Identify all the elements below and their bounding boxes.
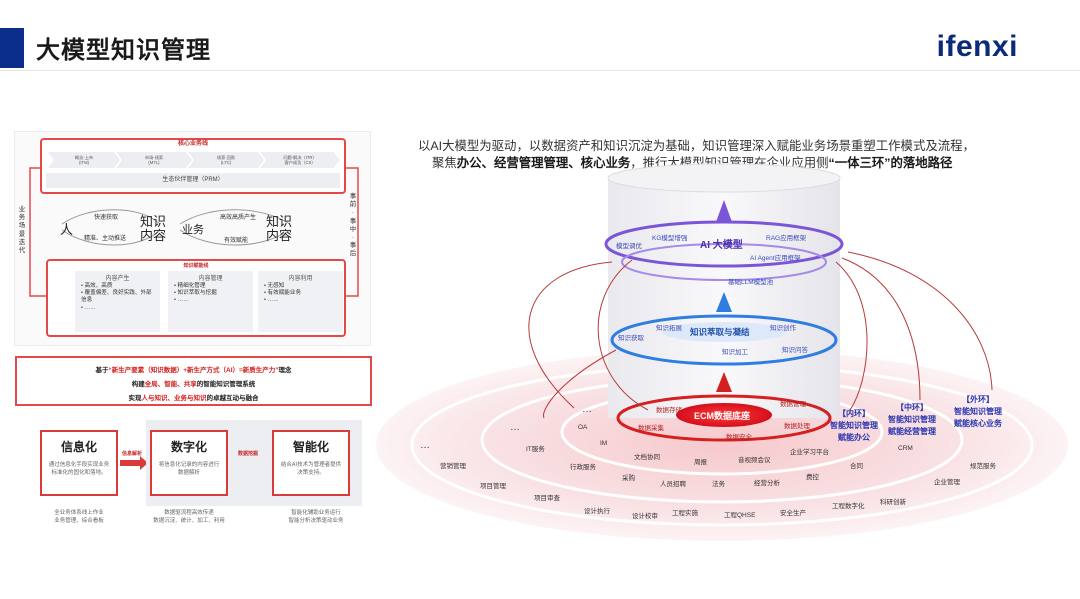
outer-item-safety: 安全生产 [780, 510, 806, 517]
flow1-left: 人 [60, 222, 74, 237]
inner-ring-tag: 【内环】智能知识管理 赋能办公 [830, 409, 878, 442]
outer-ring-tag: 【外环】智能知识管理 赋能核心业务 [954, 395, 1002, 428]
middle-item-contract: 合同 [850, 463, 863, 470]
inner-item-oa: OA [578, 424, 588, 431]
inner-item-learning: 企业学习平台 [790, 449, 829, 456]
chevron-mtl: 市场-线索(MTL) [116, 152, 192, 168]
core-business-title: 核心业务线 [177, 141, 208, 147]
concept-line-2: 构建全局、智能、共享的智能知识管理系统 [131, 381, 256, 388]
concept-statement: 基于“新生产要素（知识数据）+新生产方式（AI）=新质生产力”理念 构建全局、智… [15, 356, 372, 406]
ai-item-kg: KG模型增强 [652, 235, 688, 242]
flow1-bottom: 精准、主动推送 [84, 236, 127, 242]
outer-item-enterprise: 企业管理 [934, 479, 960, 486]
data-item-manage: 数据管理 [780, 401, 806, 408]
stage-arrow-label-1: 信息解析 [122, 451, 143, 457]
headline-line-1: 以AI大模型为驱动，以数据资产和知识沉淀为基础，知识管理深入赋能业务场景重塑工作… [418, 139, 975, 153]
knowledge-item-qa: 知识问答 [782, 347, 808, 354]
header-divider [0, 70, 1080, 71]
knowledge-item-expand: 知识拓展 [656, 325, 682, 332]
middle-item-expense: 费控 [806, 474, 819, 481]
stage-note-1: 全业务体系线上作业 业务管理、综合看板 [54, 510, 104, 524]
ai-model-center: AI 大模型 [700, 240, 743, 251]
stage-digitalization: 数字化 将信息化记录的内容进行数据解析 [150, 430, 228, 496]
middle-item-crm: CRM [898, 445, 913, 452]
knowledge-item-process: 知识加工 [722, 349, 748, 356]
outer-item-research: 科研创新 [880, 499, 906, 506]
data-item-storage: 数据存储 [656, 407, 682, 414]
middle-item-admin: 行政服务 [570, 464, 596, 471]
page-title: 大模型知识管理 [36, 37, 211, 64]
concept-line-1: 基于“新生产要素（知识数据）+新生产方式（AI）=新质生产力”理念 [95, 367, 292, 374]
flow1-top: 快速获取 [94, 215, 119, 221]
ellipsis-outer: … [420, 440, 430, 451]
inner-item-doc: 文档协同 [634, 454, 660, 461]
knowledge-line-title: 知识赋能线 [183, 263, 209, 269]
knowledge-item-acquire: 知识获取 [618, 335, 644, 342]
brand-logo: ifenxi [936, 30, 1018, 63]
prm-bar: 生态伙伴管理（PRM） [46, 173, 340, 188]
chevron-itr: 问题-解决（ITR）客户成功（CS） [260, 152, 340, 168]
inner-item-weekly: 周报 [694, 459, 707, 466]
data-item-security: 数据安全 [726, 434, 752, 441]
outer-item-design-review: 设计校审 [632, 513, 658, 520]
stage-intelligence: 智能化 结合AI技术为管理者提供决策支持。 [272, 430, 350, 496]
inner-item-im: IM [600, 440, 608, 447]
flow1-right: 知识内容 [140, 214, 167, 243]
middle-item-hiring: 人员招聘 [660, 481, 686, 488]
outer-item-implementation: 工程实施 [672, 510, 698, 517]
middle-ring-tag: 【中环】智能知识管理 赋能经营管理 [888, 403, 936, 436]
ellipsis-middle: … [510, 422, 520, 433]
data-item-collect: 数据采集 [638, 425, 664, 432]
flow2-top: 高效高质产生 [220, 215, 257, 221]
title-accent-bar [0, 28, 24, 68]
stage-informatization: 信息化 通过信息化手段实现业务标准化的固化和落地。 [40, 430, 118, 496]
concept-line-3: 实现人与知识、业务与知识的卓越互动与融合 [128, 395, 259, 402]
chevron-itm: 概念-上市(ITM) [48, 152, 120, 168]
outer-item-design-exec: 设计执行 [584, 508, 610, 515]
ai-item-tuning: 模型调优 [616, 243, 642, 250]
stage-note-2: 数据驱流程高效传递 数据沉淀、统计、加工、利用 [153, 510, 225, 524]
outer-item-digital: 工程数字化 [832, 503, 865, 510]
outer-item-project: 项目管理 [480, 483, 506, 490]
column-manage: 内容管理 精细化管理知识萃取与挖掘…… [168, 271, 253, 332]
middle-item-legal: 法务 [712, 481, 725, 488]
column-produce: 内容产生 高效、高质覆盖偏差、良好实践、外部信息…… [75, 271, 160, 332]
middle-item-it: IT服务 [526, 446, 545, 453]
ai-item-rag: RAG应用框架 [766, 235, 807, 242]
flow2-left: 业务 [182, 224, 204, 236]
knowledge-item-create: 知识创作 [770, 325, 796, 332]
chevron-ltc: 线索-回款(LTC) [188, 152, 264, 168]
ecm-center: ECM数据底座 [694, 411, 750, 421]
outer-item-qhse: 工程QHSE [724, 512, 756, 519]
ellipsis-inner: … [582, 404, 592, 415]
right-vertical-label: 事前·事中·事后 [349, 193, 357, 258]
middle-item-analysis: 经营分析 [754, 480, 780, 487]
outer-item-standards: 规范服务 [970, 463, 996, 470]
column-use: 内容利用 无感知有效赋能业务…… [258, 271, 343, 332]
stage-arrow-label-2: 数据挖掘 [238, 451, 259, 457]
stage-note-3: 智能化辅助业务运行 智能分析决策驱动业务 [288, 510, 344, 524]
left-vertical-label: 业务场景迭代 [18, 206, 26, 255]
inner-item-meeting: 音视频会议 [738, 457, 771, 464]
flow2-bottom: 有效赋能 [224, 238, 249, 244]
flow2-right: 知识内容 [266, 214, 293, 243]
outer-item-marketing: 营销管理 [440, 463, 466, 470]
data-item-process: 数据处理 [784, 423, 810, 430]
knowledge-center: 知识萃取与凝结 [690, 327, 750, 337]
middle-item-purchase: 采购 [622, 475, 635, 482]
ai-item-llm: 基础LLM模型池 [728, 279, 774, 286]
outer-item-review: 项目审查 [534, 495, 560, 502]
ai-item-agent: AI Agent应用框架 [750, 255, 801, 262]
